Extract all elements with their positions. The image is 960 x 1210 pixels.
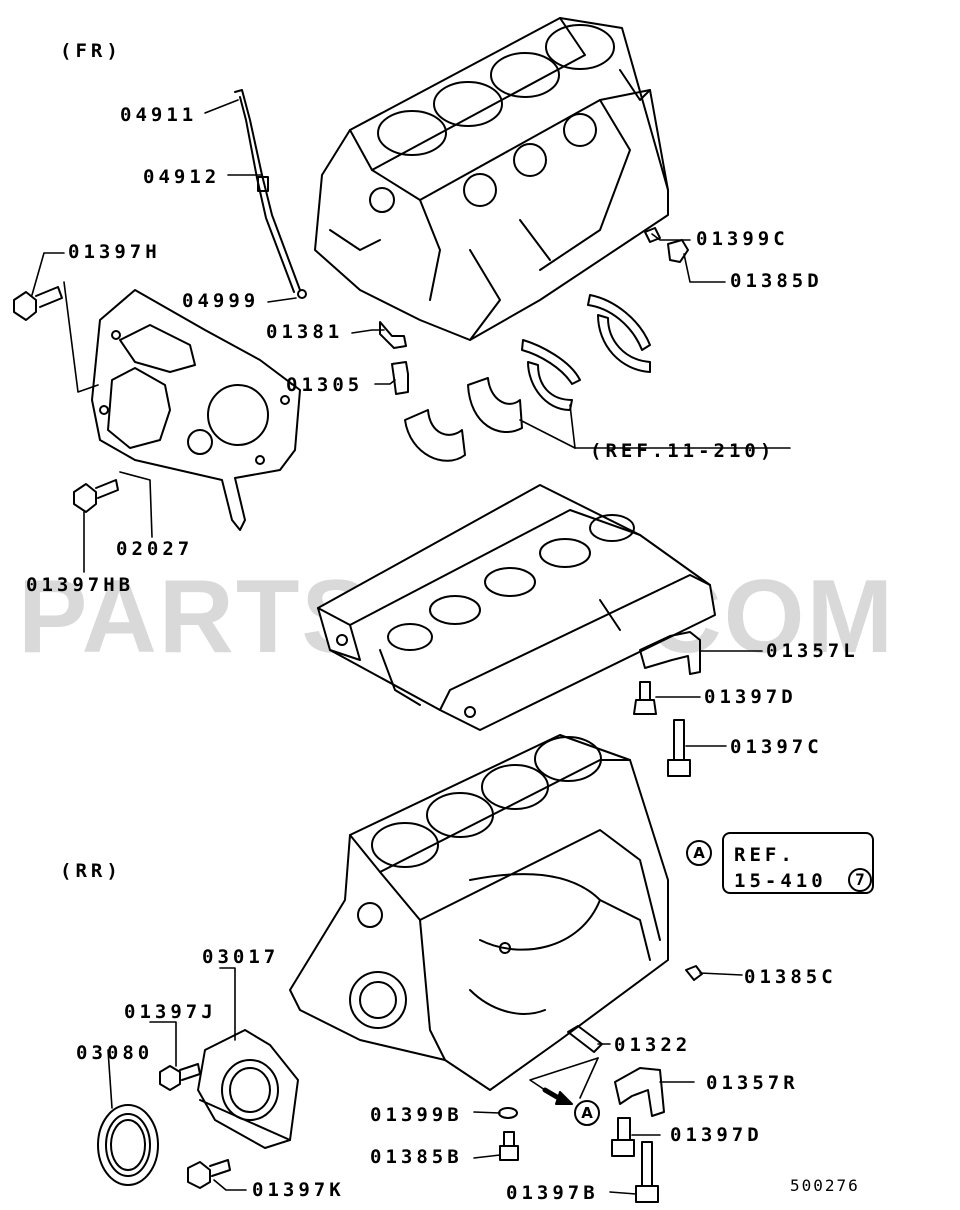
- arrow-to-a: [542, 1087, 573, 1105]
- part-number-01322[interactable]: 01322: [614, 1034, 692, 1056]
- bolt-01397d-lower: [611, 1117, 635, 1157]
- bolt-01397k: [187, 1159, 231, 1189]
- dipstick: [234, 89, 307, 299]
- part-number-04999[interactable]: 04999: [182, 290, 260, 312]
- part-number-01397d[interactable]: 01397D: [704, 686, 797, 708]
- diagram-id: 500276: [790, 1176, 860, 1195]
- reference-box[interactable]: REF. 15-410 7: [722, 832, 874, 894]
- part-number-04911[interactable]: 04911: [120, 104, 198, 126]
- bolt-01397j: [159, 1063, 201, 1091]
- reference-box-line1: REF.: [734, 844, 796, 866]
- bracket-01357r: [614, 1067, 665, 1117]
- part-number-01397d-lower[interactable]: 01397D: [670, 1124, 763, 1146]
- lower-cylinder-block: [289, 734, 669, 1091]
- bolt-01397d-upper: [633, 681, 657, 715]
- part-number-01305[interactable]: 01305: [286, 374, 364, 396]
- plug-01385b: [499, 1131, 519, 1161]
- bolt-01397b: [635, 1141, 659, 1203]
- marker-a-upper[interactable]: A: [686, 840, 712, 866]
- bearing-reference-label[interactable]: (REF.11-210): [590, 440, 776, 462]
- view-label-front: (FR): [60, 40, 122, 62]
- bedplate: [317, 484, 716, 731]
- bolt-01397hb: [73, 479, 119, 513]
- front-plate: [91, 289, 301, 531]
- part-number-01397k[interactable]: 01397K: [252, 1179, 345, 1201]
- reference-box-line2: 15-410: [734, 870, 827, 892]
- reference-box-circled-number: 7: [848, 868, 872, 892]
- bolt-01397h: [13, 286, 63, 321]
- part-number-01385b[interactable]: 01385B: [370, 1146, 463, 1168]
- part-number-01399c[interactable]: 01399C: [696, 228, 789, 250]
- part-number-03080[interactable]: 03080: [76, 1042, 154, 1064]
- bolt-01397c: [667, 719, 691, 777]
- washer-01399b: [498, 1107, 518, 1119]
- bearings: [404, 294, 651, 462]
- part-number-01381[interactable]: 01381: [266, 321, 344, 343]
- oil-seal: [97, 1104, 159, 1186]
- part-number-01397b[interactable]: 01397B: [506, 1182, 599, 1204]
- part-number-02027[interactable]: 02027: [116, 538, 194, 560]
- part-number-01385d[interactable]: 01385D: [730, 270, 823, 292]
- leader-lines: [31, 99, 791, 1195]
- view-label-rear: (RR): [60, 860, 122, 882]
- part-number-01357r[interactable]: 01357R: [706, 1072, 799, 1094]
- part-number-01399b[interactable]: 01399B: [370, 1104, 463, 1126]
- part-number-04912[interactable]: 04912: [143, 166, 221, 188]
- dowel-01322: [567, 1025, 603, 1053]
- bracket-01357l: [639, 631, 701, 675]
- part-number-01397j[interactable]: 01397J: [124, 1001, 217, 1023]
- upper-cylinder-block: [314, 17, 669, 341]
- marker-a-lower[interactable]: A: [574, 1100, 600, 1126]
- part-number-01397c[interactable]: 01397C: [730, 736, 823, 758]
- part-number-01357l[interactable]: 01357L: [766, 640, 859, 662]
- plug-01385c: [685, 965, 703, 981]
- part-number-01397hb[interactable]: 01397HB: [26, 574, 135, 596]
- part-number-01397h[interactable]: 01397H: [68, 241, 161, 263]
- part-number-01385c[interactable]: 01385C: [744, 966, 837, 988]
- oil-seal-case: [197, 1029, 299, 1149]
- part-number-03017[interactable]: 03017: [202, 946, 280, 968]
